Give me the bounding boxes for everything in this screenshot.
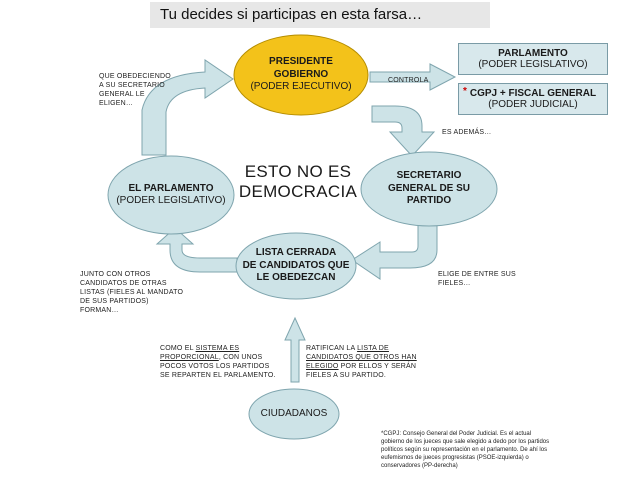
note-ratifican-text-4: FIELES A SU PARTIDO. xyxy=(306,372,386,380)
arrow-lista-to-parlamento xyxy=(155,227,238,273)
node-ciudadanos-shape xyxy=(248,388,340,440)
note-obedeciendo-line-1: QUE OBEDECIENDO xyxy=(99,73,171,80)
note-ratifican-text-1: RATIFICAN LA xyxy=(306,345,358,352)
node-lista-shape xyxy=(235,232,357,300)
node-presidente-line-1: PRESIDENTE xyxy=(269,56,333,68)
center-statement: ESTO NO ES DEMOCRACIA xyxy=(238,162,358,201)
node-presidente-line-3: (PODER EJECUTIVO) xyxy=(250,81,352,93)
footnote-line-4: eufemismos de jueces progresistas (PSOE-… xyxy=(381,455,529,462)
note-elige: ELIGE DE ENTRE SUS FIELES… xyxy=(438,270,548,288)
footnote-line-5: conservadores (PP-derecha) xyxy=(381,463,458,470)
note-elige-line-1: ELIGE DE ENTRE SUS xyxy=(438,271,516,278)
note-como: COMO EL SISTEMA ES PROPORCIONAL, CON UNO… xyxy=(160,344,286,380)
arrow-ciudadanos-to-lista xyxy=(284,316,306,383)
page-title: Tu decides si participas en esta farsa… xyxy=(150,2,490,28)
node-presidente: PRESIDENTE GOBIERNO (PODER EJECUTIVO) xyxy=(236,48,366,102)
node-secretario-line-3: PARTIDO xyxy=(406,195,452,207)
note-obedeciendo-line-4: ELIGEN… xyxy=(99,100,134,108)
node-secretario-shape xyxy=(360,151,498,227)
footnote-cgpj: *CGPJ: Consejo General del Poder Judicia… xyxy=(381,430,621,470)
note-obedeciendo: QUE OBEDECIENDO A SU SECRETARIO GENERAL … xyxy=(99,72,199,108)
note-como-link-sistema: SISTEMA ES xyxy=(195,345,240,352)
note-elige-line-2: FIELES… xyxy=(438,280,471,288)
footnote-line-1: *CGPJ: Consejo General del Poder Judicia… xyxy=(381,431,532,437)
box-parlamento-line-1: PARLAMENTO xyxy=(498,48,568,59)
note-junto-line-5: FORMAN… xyxy=(80,307,119,315)
note-como-text-3: POCOS VOTOS LOS PARTIDOS xyxy=(160,363,270,371)
footnote-line-3: políticos según su representación en el … xyxy=(381,447,548,454)
node-secretario-line-2: GENERAL DE SU xyxy=(387,182,471,194)
arrow-presidente-to-boxes xyxy=(369,63,457,91)
note-ratifican-link-elegido: ELEGIDO xyxy=(306,363,339,371)
box-cgpj-line-2: (PODER JUDICIAL) xyxy=(488,99,578,110)
note-obedeciendo-line-3: GENERAL LE xyxy=(99,91,145,99)
box-cgpj-line-1: CGPJ + FISCAL GENERAL xyxy=(469,88,597,99)
note-como-link-proporcional: PROPORCIONAL xyxy=(160,354,219,362)
node-ciudadanos-label: CIUDADANOS xyxy=(260,407,328,419)
node-parlamento-shape xyxy=(107,155,235,235)
note-ratifican-text-3: POR ELLOS Y SERÁN xyxy=(338,363,417,371)
note-junto-line-1: JUNTO CON OTROS xyxy=(80,271,151,278)
box-cgpj: * CGPJ + FISCAL GENERAL (PODER JUDICIAL) xyxy=(458,83,608,115)
arrow-parlamento-to-presidente xyxy=(141,59,234,156)
note-junto-line-2: CANDIDATOS DE OTRAS xyxy=(80,280,167,288)
box-parlamento: PARLAMENTO (PODER LEGISLATIVO) xyxy=(458,43,608,75)
note-ratifican-link-lista: LISTA DE xyxy=(357,345,389,352)
note-controla: CONTROLA xyxy=(388,77,429,84)
note-junto-line-3: LISTAS (FIELES AL MANDATO xyxy=(80,289,184,297)
node-secretario: SECRETARIO GENERAL DE SU PARTIDO xyxy=(363,164,495,214)
node-presidente-line-2: GOBIERNO xyxy=(273,68,329,80)
arrow-presidente-to-secretario xyxy=(371,105,436,157)
box-cgpj-star: * xyxy=(463,86,467,97)
note-obedeciendo-line-2: A SU SECRETARIO xyxy=(99,82,165,90)
note-junto-line-4: DE SUS PARTIDOS) xyxy=(80,298,149,306)
center-statement-line-2: DEMOCRACIA xyxy=(238,181,358,201)
node-lista-line-1: LISTA CERRADA xyxy=(255,247,337,259)
note-junto: JUNTO CON OTROS CANDIDATOS DE OTRAS LIST… xyxy=(80,270,230,315)
note-es-ademas: ES ADEMÁS… xyxy=(442,129,492,136)
node-parlamento-line-1: EL PARLAMENTO xyxy=(128,182,214,194)
note-ratifican-link-candidatos: CANDIDATOS QUE OTROS HAN xyxy=(306,354,417,362)
node-parlamento: EL PARLAMENTO (PODER LEGISLATIVO) xyxy=(108,178,234,212)
node-parlamento-line-2: (PODER LEGISLATIVO) xyxy=(116,195,226,206)
node-secretario-line-1: SECRETARIO xyxy=(396,170,462,182)
arrow-secretario-to-lista xyxy=(351,223,438,280)
note-ratifican: RATIFICAN LA LISTA DE CANDIDATOS QUE OTR… xyxy=(306,344,446,380)
note-como-text-4: SE REPARTEN EL PARLAMENTO. xyxy=(160,372,276,380)
note-como-text-1: COMO EL xyxy=(160,345,196,352)
box-parlamento-line-2: (PODER LEGISLATIVO) xyxy=(478,59,588,70)
center-statement-line-1: ESTO NO ES xyxy=(244,162,352,181)
footnote-line-2: gobierno de los jueces que sale elegido … xyxy=(381,439,550,446)
node-lista-line-3: LE OBEDEZCAN xyxy=(256,272,336,284)
node-ciudadanos: CIUDADANOS xyxy=(250,406,338,422)
note-como-text-2: , CON UNOS xyxy=(218,354,263,362)
node-presidente-shape xyxy=(233,34,369,116)
node-lista-line-2: DE CANDIDATOS QUE xyxy=(242,259,350,271)
node-lista: LISTA CERRADA DE CANDIDATOS QUE LE OBEDE… xyxy=(238,243,354,289)
